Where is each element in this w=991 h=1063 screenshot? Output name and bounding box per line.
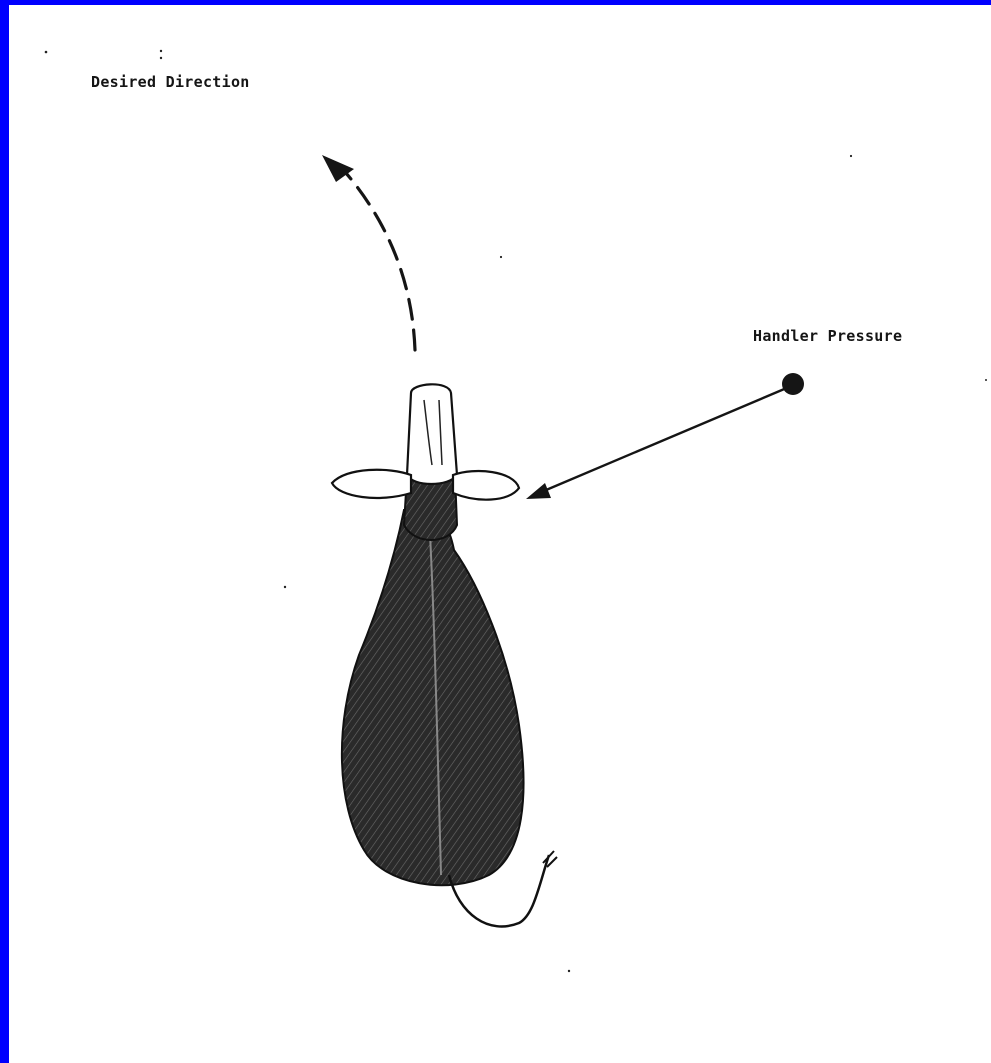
diagram-page: Desired Direction Handler Pressure — [9, 5, 991, 1063]
diagram-svg — [9, 5, 991, 1063]
curved-dashed-arrow-icon — [322, 155, 415, 350]
pressure-point-icon — [782, 373, 804, 395]
pressure-arrow-icon — [526, 387, 789, 499]
animal-top-view-icon — [332, 384, 557, 926]
